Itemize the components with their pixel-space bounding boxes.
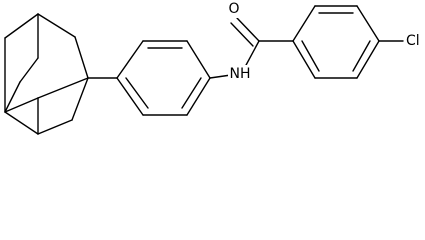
bond <box>37 119 73 135</box>
bond <box>292 40 316 79</box>
bond-inner-double <box>301 40 320 72</box>
bond <box>186 40 211 79</box>
bond <box>71 77 89 121</box>
bond <box>37 13 76 38</box>
bond <box>37 77 89 99</box>
bond-inner-double <box>125 77 149 109</box>
bond <box>19 57 39 83</box>
bond <box>230 22 254 47</box>
bond <box>356 40 380 79</box>
phenyl-ring-left <box>116 40 211 116</box>
adamantane-cage <box>4 13 89 135</box>
molecule-svg: O NH Cl <box>4 1 420 135</box>
oxygen-atom-label: O <box>228 1 239 17</box>
bond <box>356 5 380 42</box>
chlorine-atom-label: Cl <box>406 33 420 49</box>
bond <box>236 17 260 42</box>
bond <box>292 5 316 42</box>
structure-diagram: O NH Cl <box>4 1 420 135</box>
carbonyl-double-bond <box>230 17 260 47</box>
phenyl-ring-right <box>292 5 380 79</box>
bond-ring-to-nitrogen <box>209 74 232 79</box>
bond <box>4 13 39 39</box>
bond-inner-double <box>181 77 202 109</box>
bond <box>4 81 21 113</box>
bond <box>186 77 211 116</box>
bond-nitrogen-to-carbonyl <box>244 40 260 68</box>
bond <box>4 111 39 135</box>
bond-inner-double <box>352 40 371 72</box>
bond <box>74 36 89 79</box>
bond <box>116 77 144 116</box>
nitrogen-atom-label: NH <box>230 66 251 82</box>
bond <box>116 40 144 79</box>
bond <box>4 97 39 113</box>
